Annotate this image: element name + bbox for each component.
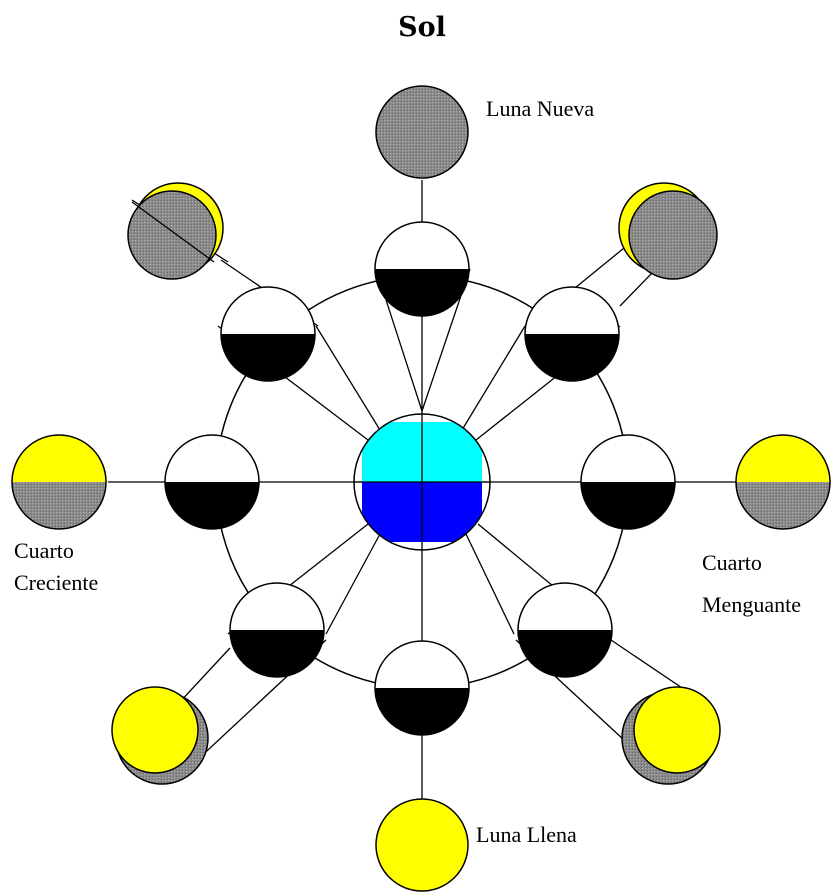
- orbit-moon-top-left: [221, 287, 315, 381]
- full-moon-phase: [376, 799, 468, 891]
- earth: [354, 414, 490, 550]
- orbit-moon-bottom-right: [518, 583, 612, 677]
- new-moon-label: Luna Nueva: [486, 96, 594, 121]
- orbit-moon-right: [581, 435, 675, 529]
- last-quarter-label-line2: Menguante: [702, 592, 801, 617]
- waning-gibbous-phase: [622, 687, 720, 784]
- orbit-moon-bottom: [375, 641, 469, 735]
- orbit-moon-top-right: [525, 287, 619, 381]
- first-quarter-label-line2: Creciente: [14, 570, 98, 595]
- waxing-gibbous-phase: [112, 687, 208, 784]
- first-quarter-phase: [12, 435, 106, 529]
- full-moon-label: Luna Llena: [476, 822, 577, 847]
- waning-crescent-phase: [619, 183, 717, 279]
- last-quarter-phase: [736, 435, 830, 529]
- orbit-moon-left: [165, 435, 259, 529]
- sun-title: Sol: [398, 12, 446, 43]
- new-moon-phase: [376, 86, 468, 178]
- waxing-crescent-phase: [128, 183, 223, 279]
- last-quarter-label-line1: Cuarto: [702, 550, 762, 575]
- orbit-moon-bottom-left: [230, 583, 324, 677]
- first-quarter-label-line1: Cuarto: [14, 538, 74, 563]
- orbit-moon-top: [375, 222, 469, 316]
